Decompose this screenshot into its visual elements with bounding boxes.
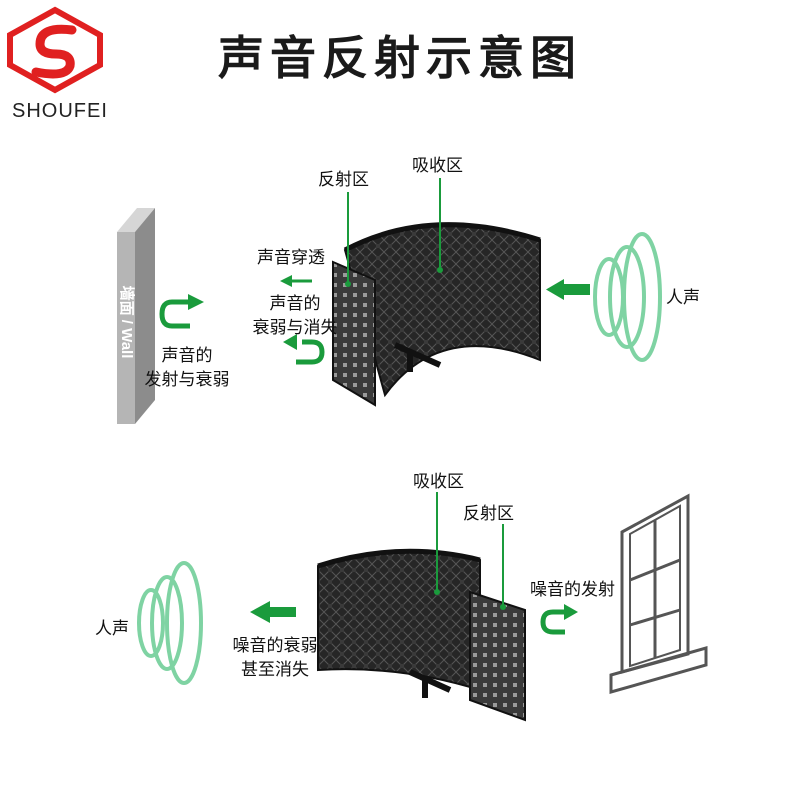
wall-label: 墙面 / Wall	[118, 285, 135, 359]
wall-reflect-label-line1: 声音的	[161, 346, 213, 366]
shield-bottom	[317, 548, 526, 722]
page-title: 声音反射示意图	[218, 31, 582, 85]
attenuation-label-line1: 声音的	[269, 294, 321, 314]
leader-dot	[500, 604, 506, 610]
attenuation-label-line2: 衰弱与消失	[252, 318, 338, 338]
voice-label-bottom: 人声	[95, 619, 129, 639]
leader-dot	[345, 281, 351, 287]
voice-label-top: 人声	[666, 288, 700, 308]
voice-waves-icon	[137, 561, 203, 685]
penetration-arrow-icon	[280, 275, 312, 287]
leader-dot	[434, 589, 440, 595]
voice-waves-icon	[593, 232, 662, 362]
absorb-zone-label-bottom: 吸收区	[413, 472, 464, 492]
brand-name: SHOUFEI	[12, 100, 108, 122]
voice-arrow-icon	[546, 279, 590, 300]
weaken-arrow-icon	[250, 601, 296, 623]
window-icon	[609, 493, 708, 694]
leader-dot	[437, 267, 443, 273]
u-turn-arrow-icon	[159, 294, 204, 329]
noise-weaken-label-line1: 噪音的衰弱	[232, 636, 318, 656]
absorb-zone-label: 吸收区	[412, 156, 463, 176]
reflect-zone-label-bottom: 反射区	[463, 504, 514, 524]
shoufei-logo-icon	[7, 6, 103, 94]
wall-reflect-label-line2: 发射与衰弱	[144, 370, 230, 390]
noise-reflect-label: 噪音的发射	[530, 580, 615, 600]
u-turn-arrow-icon	[283, 334, 325, 365]
noise-weaken-label-line2: 甚至消失	[241, 660, 309, 680]
shield-top	[332, 222, 541, 407]
u-turn-arrow-icon	[540, 604, 578, 635]
reflect-zone-label: 反射区	[318, 170, 369, 190]
wall	[117, 208, 155, 424]
penetration-label: 声音穿透	[257, 248, 325, 268]
